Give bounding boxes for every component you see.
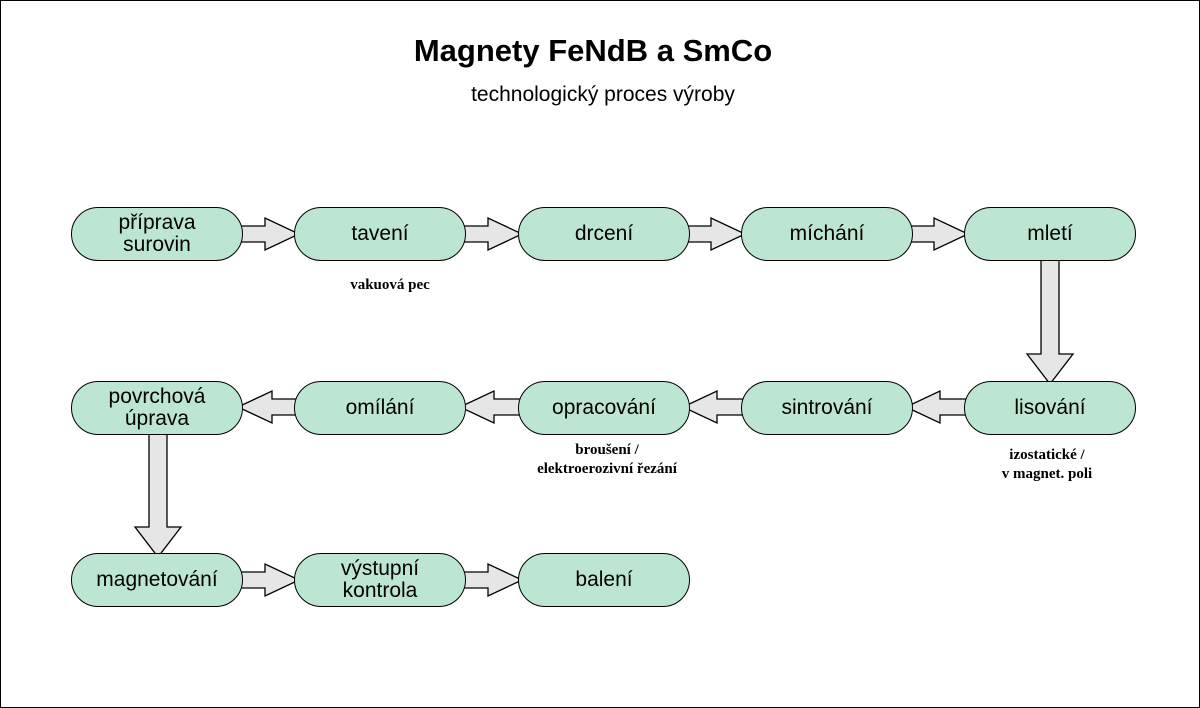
arrow-priprava-to-taveni (238, 216, 301, 252)
arrow-mleti-to-lisovani (1025, 257, 1075, 386)
arrow-opracovani-to-omilani (458, 389, 522, 425)
step-sintrovani: sintrování (741, 381, 913, 435)
note-opracovani: broušení / elektroerozivní řezání (537, 442, 677, 477)
arrow-drceni-to-michani (683, 216, 747, 252)
step-vystupni-kontrola: výstupní kontrola (294, 553, 466, 607)
arrow-omilani-to-povrchova (236, 389, 300, 425)
note-lisovani: izostatické / v magnet. poli (1001, 447, 1093, 482)
arrow-lisovani-to-sintrovani (904, 389, 968, 425)
step-priprava-surovin: příprava surovin (71, 207, 243, 261)
arrow-taveni-to-drceni (460, 216, 524, 252)
arrow-kontrola-to-baleni (460, 562, 524, 598)
step-drceni: drcení (518, 207, 690, 261)
step-omilani: omílání (294, 381, 466, 435)
step-taveni: tavení (294, 207, 466, 261)
step-opracovani: opracování (518, 381, 690, 435)
step-lisovani: lisování (964, 381, 1136, 435)
step-magnetovani: magnetování (71, 553, 243, 607)
step-baleni: balení (518, 553, 690, 607)
arrow-povrchova-to-magnetovani (133, 432, 183, 559)
arrow-magnetovani-to-kontrola (238, 562, 301, 598)
arrow-michani-to-mleti (906, 216, 970, 252)
step-michani: míchání (741, 207, 913, 261)
diagram-title: Magnety FeNdB a SmCo (413, 33, 773, 68)
step-povrchova-uprava: povrchová úprava (71, 381, 243, 435)
step-mleti: mletí (964, 207, 1136, 261)
diagram-subtitle: technologický proces výroby (471, 83, 735, 106)
arrow-sintrovani-to-opracovani (681, 389, 745, 425)
note-taveni: vakuová pec (350, 277, 430, 293)
